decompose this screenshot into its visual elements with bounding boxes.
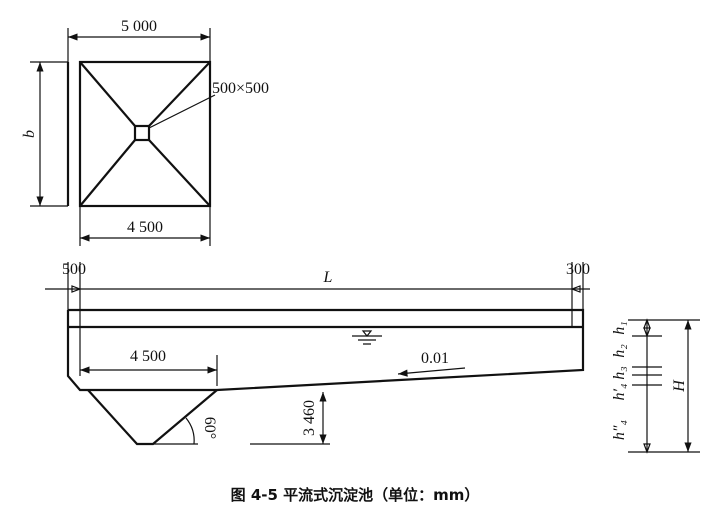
right-offset: 300 [566, 261, 590, 278]
section-view: 500 L 300 0.01 4 500 3 460 60° [45, 261, 590, 446]
slope-label: 0.01 [421, 350, 449, 367]
left-offset: 500 [62, 261, 86, 278]
h4-double-prime-label: h″₄ [611, 420, 628, 440]
h2-label: h₂ [611, 344, 628, 358]
h4-prime-label: h′₄ [611, 383, 628, 400]
plan-width-bottom: 4 500 [127, 219, 163, 236]
total-height-label: H [671, 379, 688, 393]
hopper-width: 4 500 [130, 348, 166, 365]
angle-label: 60° [201, 417, 218, 439]
plan-side-label: b [21, 130, 38, 138]
height-dimensions: h₁ h₂ h₃ h′₄ h″₄ H [611, 318, 700, 454]
h3-label: h₃ [611, 366, 628, 380]
h1-label: h₁ [611, 321, 628, 335]
outlet-size: 500×500 [212, 80, 269, 97]
plan-view: 5 000 4 500 b 500×500 [21, 18, 269, 246]
length-label: L [323, 269, 333, 286]
plan-width-top: 5 000 [121, 18, 157, 35]
figure-caption: 图 4-5 平流式沉淀池（单位：mm） [231, 486, 480, 504]
hopper-depth: 3 460 [301, 400, 318, 436]
